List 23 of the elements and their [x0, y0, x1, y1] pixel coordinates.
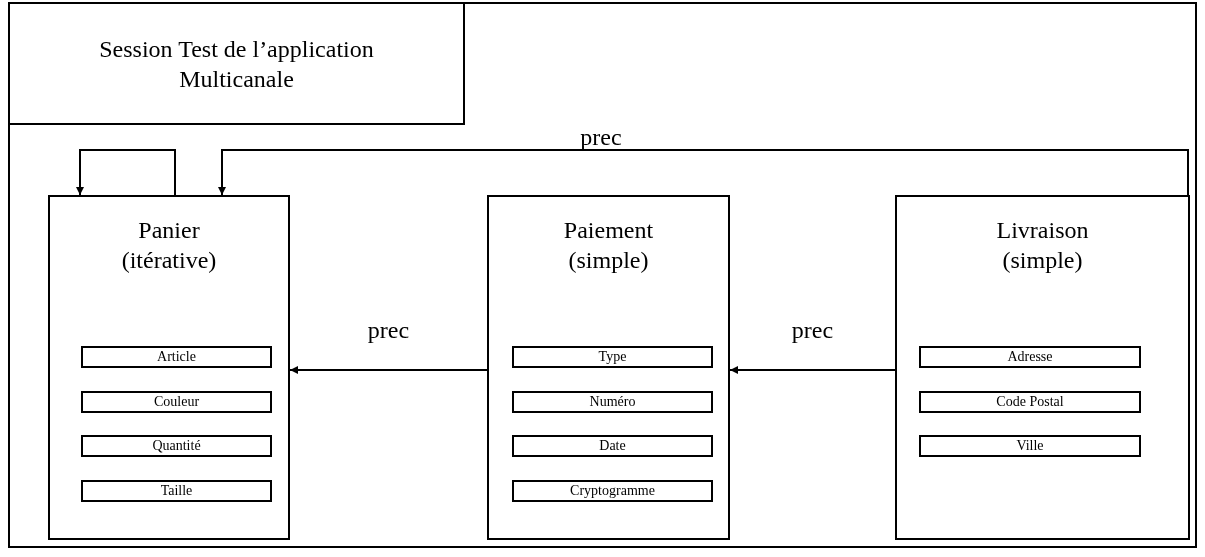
session-frame — [8, 2, 1197, 548]
activity-box — [48, 195, 290, 540]
attribute-field: Cryptogramme — [512, 479, 713, 502]
activity-title: Panier (itérative) — [120, 216, 218, 275]
attribute-field: Taille — [81, 479, 272, 502]
attribute-field: Code Postal — [919, 390, 1141, 413]
activity-box — [895, 195, 1190, 540]
attribute-field: Couleur — [81, 390, 272, 413]
arrow — [289, 366, 488, 374]
attribute-field: Adresse — [919, 346, 1141, 368]
arrow — [729, 366, 896, 374]
attribute-field: Numéro — [512, 390, 713, 413]
attribute-field: Quantité — [81, 435, 272, 457]
arrow — [76, 149, 176, 196]
arrow — [218, 149, 1189, 196]
attribute-field: Ville — [919, 435, 1141, 457]
attribute-field: Article — [81, 346, 272, 368]
activity-box — [487, 195, 730, 540]
attribute-field: Type — [512, 346, 713, 368]
session-title: Session Test de l’application Multicanale — [10, 4, 465, 125]
activity-title: Paiement (simple) — [562, 216, 655, 275]
activity-title: Livraison (simple) — [995, 216, 1090, 275]
attribute-field: Date — [512, 435, 713, 457]
